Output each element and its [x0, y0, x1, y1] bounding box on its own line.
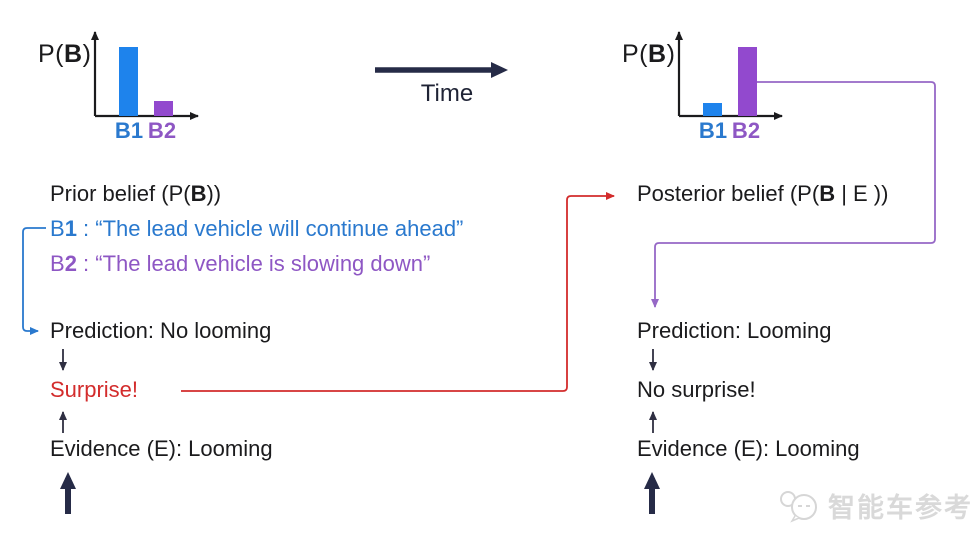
x-label-b2-posterior: B2	[731, 118, 761, 143]
bar-b1-posterior	[703, 103, 722, 116]
y-axis-label-prior: P(B)	[38, 40, 92, 68]
no-surprise-label: No surprise!	[637, 377, 756, 402]
prior-belief-title: Prior belief (P(B))	[50, 181, 222, 206]
posterior-bar-chart: P(B) B1 B2	[622, 24, 832, 149]
prediction-right: Prediction: Looming	[637, 318, 832, 343]
x-label-b1-posterior: B1	[698, 118, 728, 143]
blue-connector-b1-to-prediction	[22, 227, 46, 335]
evidence-left: Evidence (E): Looming	[50, 436, 273, 461]
time-label: Time	[420, 80, 474, 107]
bar-b1-prior	[119, 47, 138, 116]
chart-axes	[675, 31, 783, 120]
chart-axes	[91, 31, 199, 120]
y-axis-label-posterior: P(B)	[622, 40, 676, 68]
x-label-b2-prior: B2	[147, 118, 177, 143]
prediction-left: Prediction: No looming	[50, 318, 272, 343]
surprise-label: Surprise!	[50, 377, 139, 402]
bar-b2-prior	[154, 101, 173, 116]
chat-bubbles-icon	[780, 490, 817, 523]
bar-b2-posterior	[738, 47, 757, 116]
posterior-belief-title: Posterior belief (P(B | E ))	[637, 181, 889, 206]
belief-b1-line: B1 : “The lead vehicle will continue ahe…	[50, 216, 464, 241]
watermark-text: 智能车参考	[828, 493, 973, 523]
evidence-right: Evidence (E): Looming	[637, 436, 860, 461]
prior-bar-chart: P(B) B1 B2	[38, 24, 248, 149]
belief-b2-line: B2 : “The lead vehicle is slowing down”	[50, 251, 431, 276]
x-label-b1-prior: B1	[114, 118, 144, 143]
watermark: 智能车参考	[778, 486, 973, 525]
